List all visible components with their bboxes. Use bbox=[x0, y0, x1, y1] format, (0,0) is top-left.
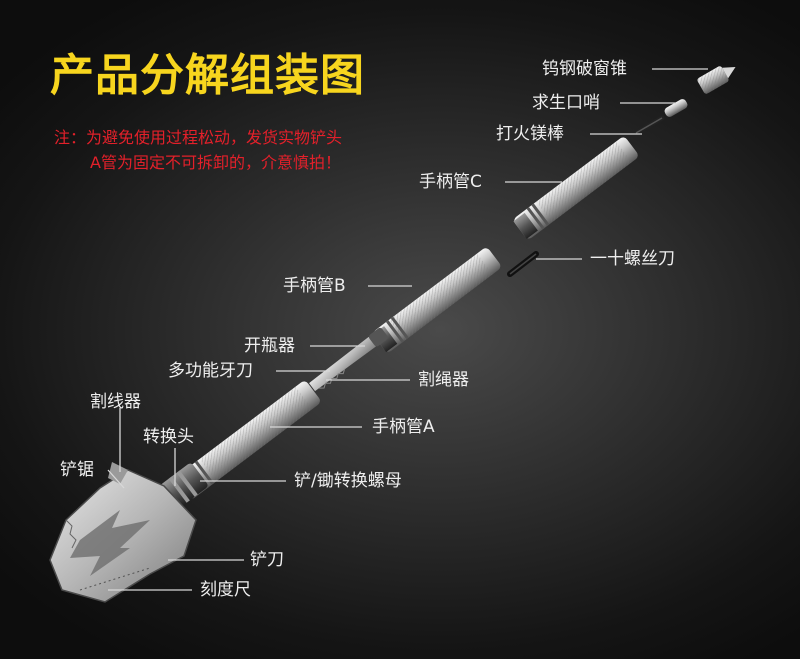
label-rope-cutter: 割绳器 bbox=[418, 369, 469, 391]
label-fire-starter: 打火镁棒 bbox=[496, 123, 564, 145]
label-whistle: 求生口哨 bbox=[532, 92, 600, 114]
handle-tube-b-part bbox=[372, 246, 503, 353]
label-saw-knife: 多功能牙刀 bbox=[168, 360, 253, 382]
label-shovel-blade: 铲刀 bbox=[250, 549, 284, 571]
label-wire-cutter: 割线器 bbox=[90, 391, 141, 413]
page-title: 产品分解组装图 bbox=[50, 50, 365, 102]
screwdriver-part bbox=[510, 254, 536, 274]
label-handle-tube-b: 手柄管B bbox=[283, 275, 346, 297]
saw-knife-part bbox=[308, 327, 390, 394]
whistle-part bbox=[663, 98, 689, 119]
label-scale-ruler: 刻度尺 bbox=[200, 579, 251, 601]
label-handle-tube-a: 手柄管A bbox=[372, 416, 435, 438]
label-bottle-opener: 开瓶器 bbox=[244, 335, 295, 357]
label-window-breaker: 钨钢破窗锥 bbox=[542, 58, 627, 80]
notice-line-2: A管为固定不可拆卸的，介意慎拍！ bbox=[90, 153, 341, 173]
notice-line-1: 注：为避免使用过程松动，发货实物铲头 bbox=[54, 128, 342, 148]
handle-tube-c-part bbox=[512, 135, 639, 240]
label-handle-tube-c: 手柄管C bbox=[419, 171, 482, 193]
window-breaker-part bbox=[696, 59, 740, 95]
label-screwdriver: 一十螺丝刀 bbox=[590, 248, 675, 270]
label-shovel-hoe-nut: 铲/锄转换螺母 bbox=[294, 470, 402, 492]
fire-starter-part bbox=[636, 118, 662, 133]
label-adapter-head: 转换头 bbox=[143, 426, 194, 448]
label-saw: 铲锯 bbox=[60, 459, 94, 481]
